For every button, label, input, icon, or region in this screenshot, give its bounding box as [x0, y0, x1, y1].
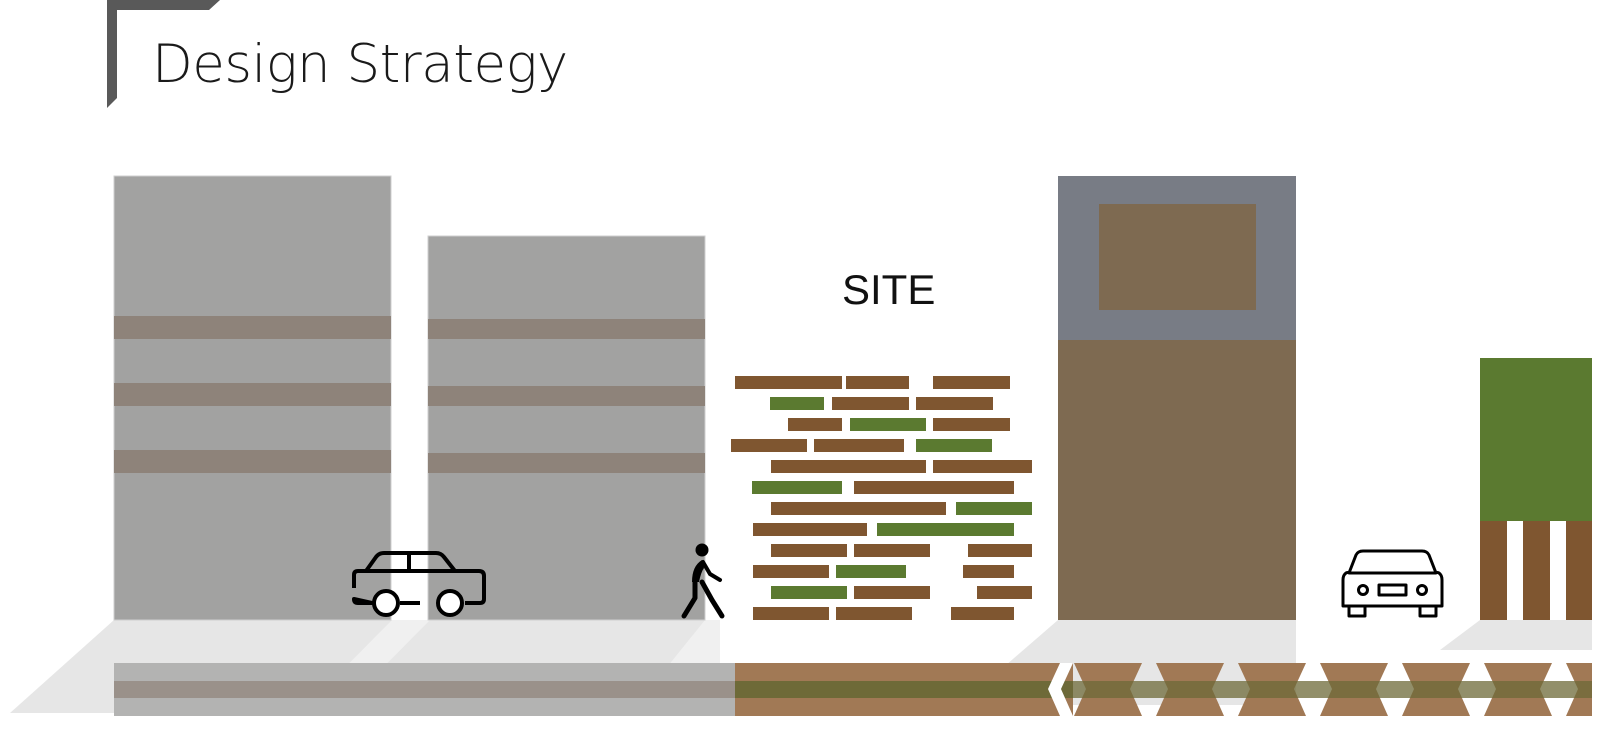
floor-band: [428, 319, 705, 339]
road-chevrons: [1048, 663, 1592, 716]
existing-building-left: [113, 175, 392, 621]
tree-element: [1480, 358, 1592, 620]
existing-building-right: [1058, 176, 1296, 620]
page-title: Design Strategy: [152, 34, 568, 95]
car-side-icon: [352, 551, 486, 617]
existing-building-center: [427, 235, 706, 621]
floor-band: [114, 383, 391, 406]
floor-band: [428, 453, 705, 473]
floor-band: [428, 386, 705, 406]
site-label: SITE: [842, 266, 936, 313]
floor-band: [114, 316, 391, 339]
pedestrian-walking-icon: [681, 543, 725, 619]
road-strip: [114, 663, 1073, 716]
building-window-panel: [1099, 204, 1256, 310]
site-brick-pattern: [731, 376, 1032, 620]
floor-band: [114, 450, 391, 473]
car-front-icon: [1341, 549, 1444, 618]
